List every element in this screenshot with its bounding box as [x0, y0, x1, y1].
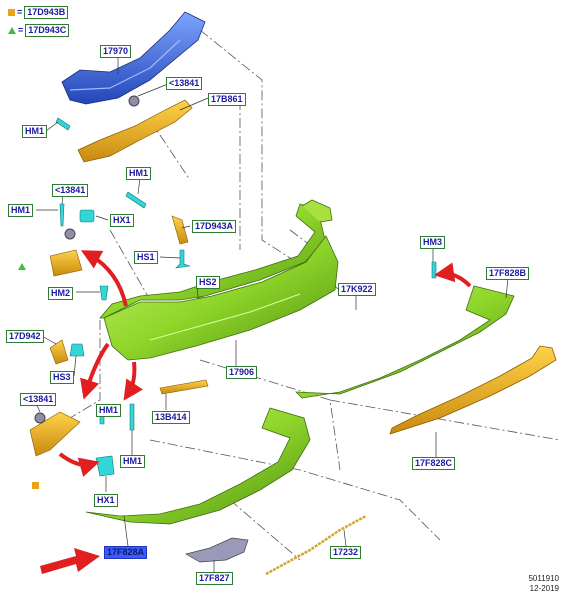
lower-valance-17F828B [294, 285, 515, 399]
part-label-hm3[interactable]: HM3 [420, 236, 446, 249]
lower-cover-17F828A [85, 407, 311, 525]
reinforcement-beam-17970 [61, 11, 206, 105]
part-label-17B861[interactable]: 17B861 [208, 93, 246, 106]
bracket-parts [29, 215, 209, 457]
footer-date: 12-2019 [529, 584, 559, 592]
part-label-hs2[interactable]: HS2 [196, 276, 220, 289]
part-label-hm1-e[interactable]: HM1 [120, 455, 146, 468]
grommet-13841-mid [64, 228, 76, 240]
part-label-hs3[interactable]: HS3 [50, 371, 74, 384]
part-label-17D942[interactable]: 17D942 [6, 330, 44, 343]
part-label-13841-low[interactable]: <13841 [20, 393, 57, 406]
big-red-arrow-icon [40, 548, 100, 574]
trim-strip-17232 [265, 514, 367, 576]
energy-absorber-17B861 [77, 99, 193, 163]
part-label-17F828B[interactable]: 17F828B [486, 267, 530, 280]
part-label-13841-mid[interactable]: <13841 [52, 184, 89, 197]
legend-square-row: = 17D943B [8, 5, 69, 19]
part-label-hm1-d[interactable]: HM1 [96, 404, 122, 417]
red-arrow-icon [58, 250, 472, 477]
footer-code: 5011910 [528, 574, 559, 583]
square-marker-icon [8, 8, 15, 16]
clip-parts [55, 117, 437, 477]
part-label-hm1-c[interactable]: HM1 [8, 204, 34, 217]
triangle-marker-icon [18, 263, 26, 270]
bumper-cover-17906 [99, 199, 339, 361]
part-label-17906[interactable]: 17906 [226, 366, 258, 379]
legend-equals: = [17, 7, 23, 17]
legend-square-code[interactable]: 17D943B [24, 5, 69, 19]
part-label-hx1-b[interactable]: HX1 [94, 494, 118, 507]
part-label-17F828A[interactable]: 17F828A [104, 546, 148, 559]
part-label-17F828C[interactable]: 17F828C [412, 457, 456, 470]
part-label-17232[interactable]: 17232 [330, 546, 362, 559]
legend-triangle-code[interactable]: 17D943C [25, 23, 70, 37]
legend-triangle-row: = 17D943C [8, 23, 70, 37]
part-label-hx1-a[interactable]: HX1 [110, 214, 134, 227]
diffuser-17F828C [389, 345, 557, 435]
part-label-hm1-b[interactable]: HM1 [126, 167, 152, 180]
part-label-hm2[interactable]: HM2 [48, 287, 74, 300]
grommet-13841-top [128, 95, 140, 107]
part-label-17970[interactable]: 17970 [100, 45, 132, 58]
part-label-13841-top[interactable]: <13841 [166, 77, 203, 90]
part-label-17F827[interactable]: 17F827 [196, 572, 233, 585]
square-marker-icon [32, 482, 39, 489]
part-label-17K922[interactable]: 17K922 [338, 283, 376, 296]
part-label-hs1[interactable]: HS1 [134, 251, 158, 264]
leader-lines [33, 56, 509, 574]
grommet-13841-low [34, 412, 46, 424]
part-label-hm1-a[interactable]: HM1 [22, 125, 48, 138]
triangle-marker-icon [8, 26, 16, 34]
legend-equals: = [18, 25, 24, 35]
part-label-13B414[interactable]: 13B414 [152, 411, 190, 424]
panel-17F827 [185, 537, 249, 563]
part-label-17D943A[interactable]: 17D943A [192, 220, 237, 233]
